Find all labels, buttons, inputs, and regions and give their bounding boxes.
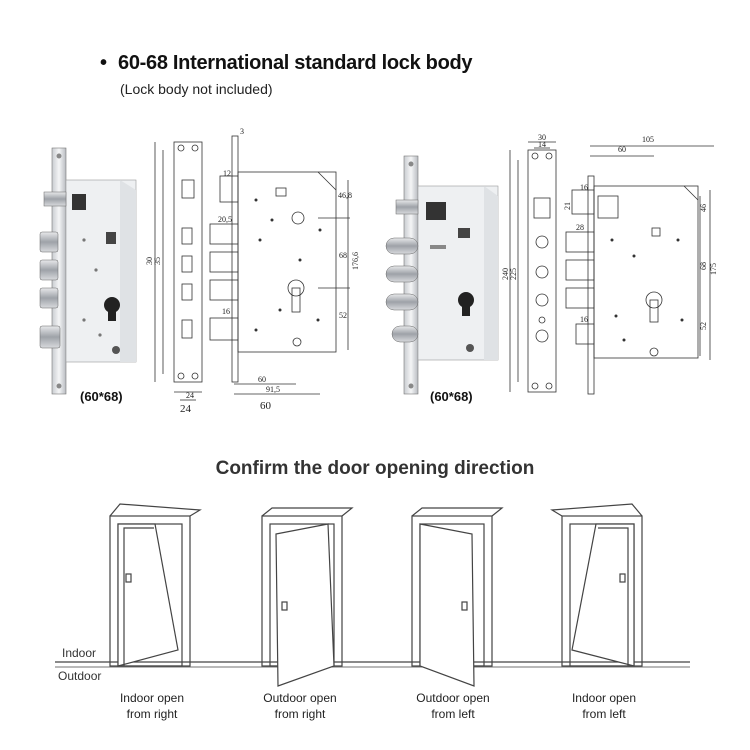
- page-title: 60-68 International standard lock body: [118, 52, 473, 74]
- dim-label: 240: [501, 268, 510, 280]
- door-diagrams: [55, 503, 690, 687]
- lock-drawings: 30 35 24 24 3 12 46,8 20,5 68 176,6 16 5…: [39, 127, 718, 415]
- dim-label: 68: [339, 251, 347, 260]
- right-lock-photo: [385, 155, 499, 395]
- dim-label: 175: [709, 263, 718, 275]
- left-faceplate-drawing: [154, 141, 203, 401]
- dim-label: 14: [538, 140, 546, 149]
- indoor-label: Indoor: [62, 646, 97, 660]
- dim-label: 176,6: [351, 252, 360, 270]
- dim-label: 3: [240, 127, 244, 136]
- door-indoor-left: [550, 503, 643, 667]
- dim-label: 60: [618, 145, 626, 154]
- dim-label: 20,5: [218, 215, 232, 224]
- door-direction-heading: Confirm the door opening direction: [215, 458, 535, 479]
- door-outdoor-right: [261, 507, 354, 687]
- dim-label: 225: [509, 268, 518, 280]
- dim-label: 24: [186, 391, 194, 400]
- dim-label: 35: [153, 257, 162, 265]
- dim-label: 12: [223, 169, 231, 178]
- door-caption-1: Indoor open from right: [119, 691, 185, 721]
- dim-label: 105: [642, 135, 654, 144]
- dim-label: 68: [699, 262, 708, 270]
- dim-label: 46,8: [338, 191, 352, 200]
- door-caption-2: Outdoor open from right: [263, 691, 337, 721]
- right-body-drawing: [565, 145, 714, 395]
- door-outdoor-left: [411, 507, 504, 687]
- dim-label: 46: [699, 204, 708, 212]
- dim-label: 16: [580, 183, 588, 192]
- dim-label: 60: [258, 375, 266, 384]
- dim-label: 21: [563, 202, 572, 210]
- dim-label: 28: [576, 223, 584, 232]
- left-lock-photo: [39, 147, 137, 395]
- dim-label: 16: [580, 315, 588, 324]
- page-subtitle: (Lock body not included): [120, 81, 273, 97]
- dim-label: 30: [538, 133, 546, 142]
- outdoor-label: Outdoor: [58, 669, 102, 683]
- dim-label: 91,5: [266, 385, 280, 394]
- door-caption-4: Indoor open from left: [571, 691, 637, 721]
- dim-label: 30: [145, 257, 154, 265]
- left-lock-caption: (60*68): [80, 389, 123, 404]
- dim-label: 60: [260, 400, 272, 412]
- door-caption-3: Outdoor open from left: [416, 691, 490, 721]
- bullet: •: [100, 52, 108, 74]
- door-indoor-right: [109, 503, 202, 667]
- dim-label: 52: [339, 311, 347, 320]
- left-body-drawing: [209, 135, 350, 395]
- right-faceplate-drawing: [509, 141, 557, 393]
- right-lock-caption: (60*68): [430, 389, 473, 404]
- dim-label: 52: [699, 322, 708, 330]
- dim-label: 24: [180, 403, 192, 415]
- dim-label: 16: [222, 307, 230, 316]
